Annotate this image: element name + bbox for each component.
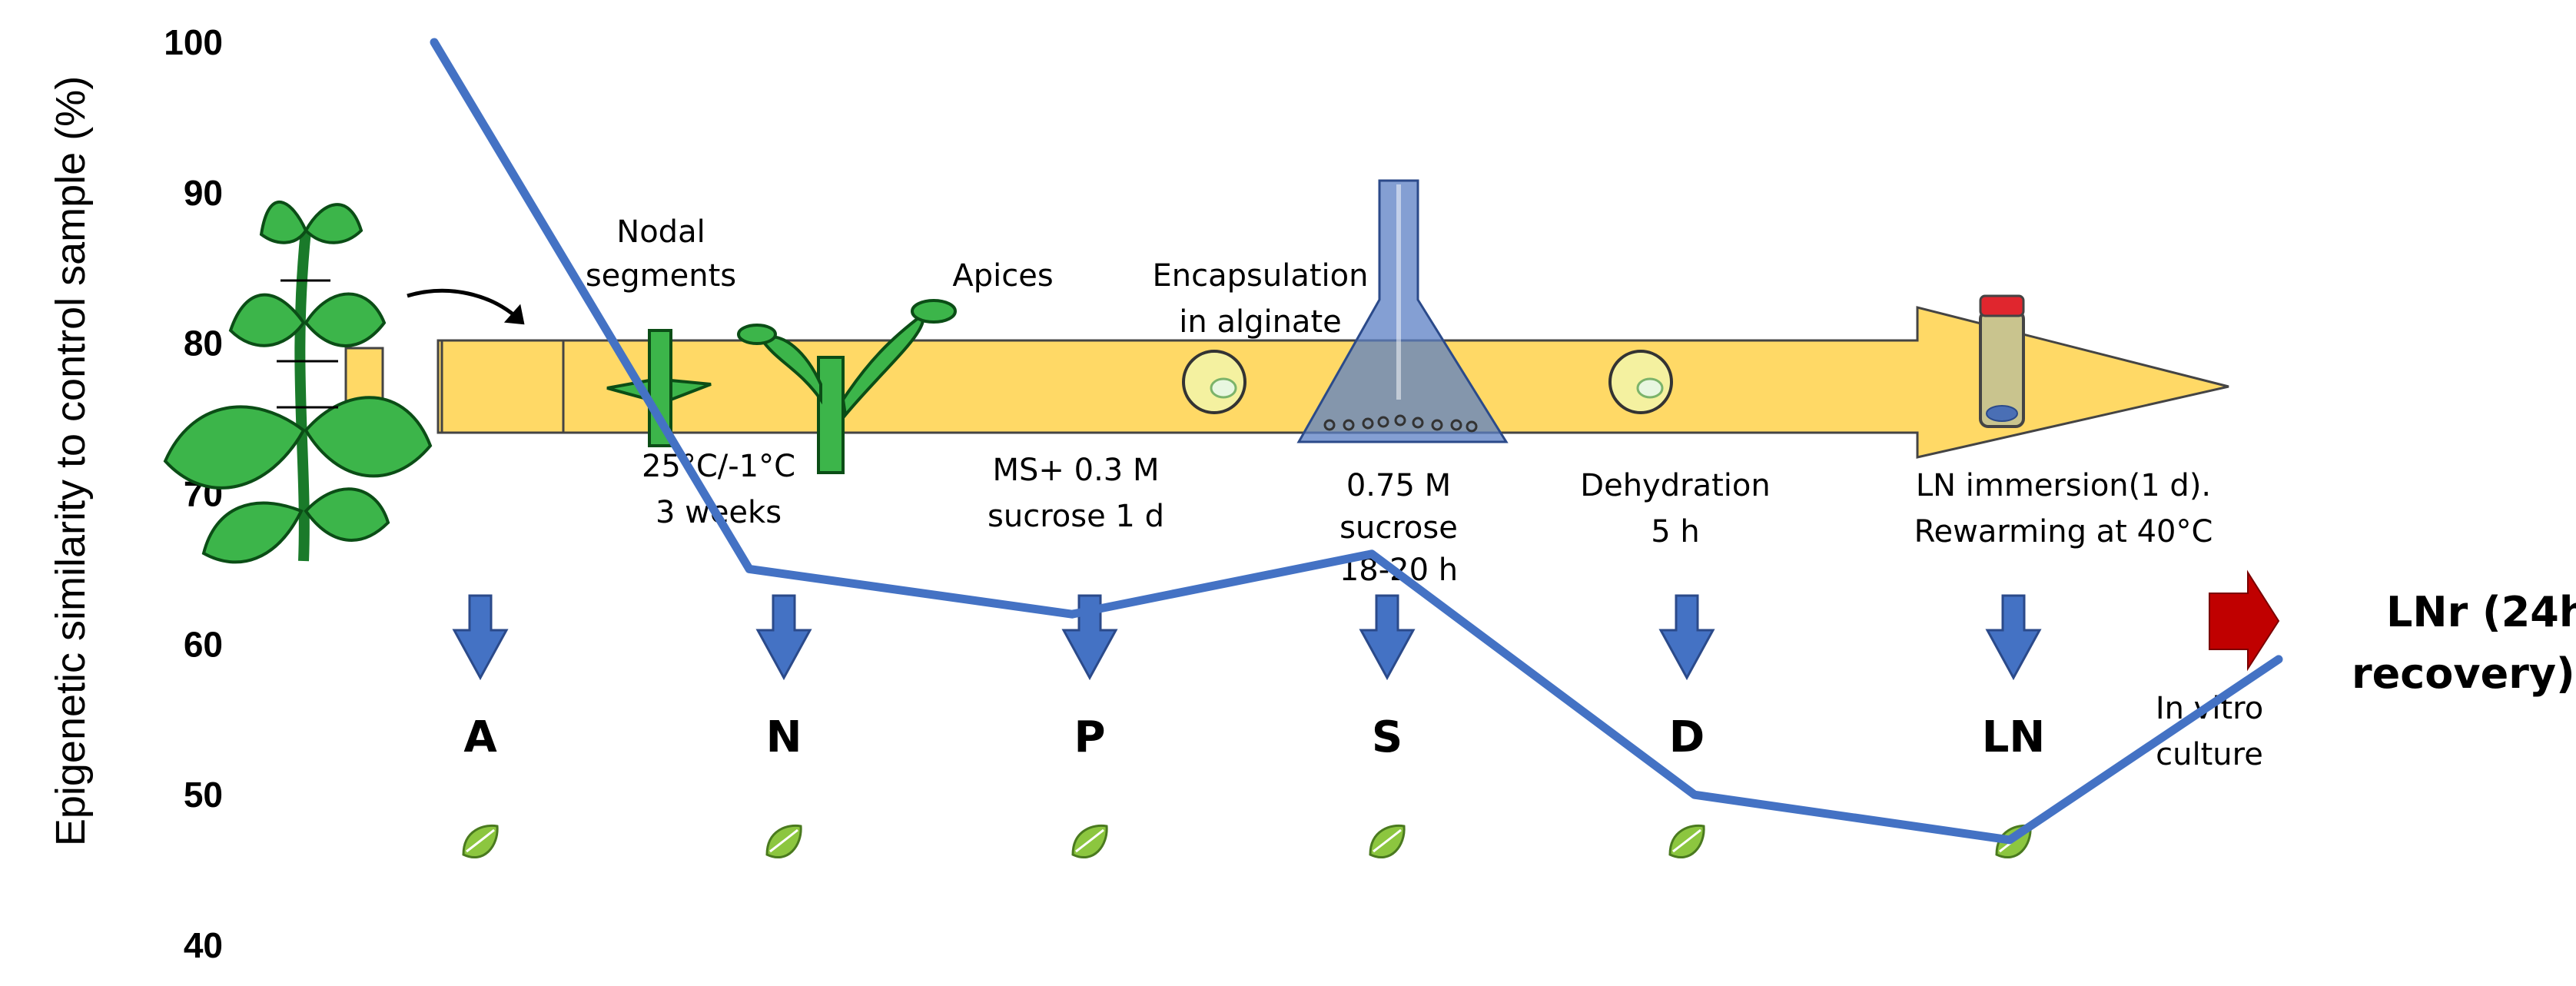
series-point <box>1071 613 1073 616</box>
leaf-icon <box>1071 824 1108 859</box>
dehydrated-capsule-icon <box>1608 350 1673 414</box>
leaf-icon <box>1369 824 1406 859</box>
label-cond-p-1: MS+ 0.3 M <box>993 453 1160 488</box>
series-point <box>2009 838 2010 841</box>
leaf-icon <box>1668 824 1705 859</box>
cryovial-icon <box>1979 294 2025 428</box>
alginate-capsule-icon <box>1182 350 1247 414</box>
label-encapsulation-1: Encapsulation <box>1153 258 1369 294</box>
y-tick-label: 40 <box>184 925 223 965</box>
y-tick-label: 60 <box>184 624 223 664</box>
flask-icon <box>1296 179 1509 443</box>
series-line <box>430 38 2283 845</box>
label-nodal-1: Nodal <box>616 214 705 250</box>
down-arrow <box>755 594 812 681</box>
category-labels: A N P S D LN LNr (24h recovery) <box>463 588 2576 762</box>
sample-leaves <box>462 824 2032 859</box>
down-arrow <box>1658 594 1715 681</box>
y-tick-label: 80 <box>184 324 223 364</box>
down-arrows <box>452 594 2042 681</box>
label-cond-a-1: 25°C/-1°C <box>642 449 795 484</box>
y-tick-label: 90 <box>184 173 223 213</box>
label-cond-d-1: Dehydration <box>1580 468 1770 503</box>
category-label: A <box>463 712 497 762</box>
series-point <box>2278 658 2279 660</box>
pointer-arrow-head <box>503 304 525 325</box>
label-encapsulation-2: in alginate <box>1179 304 1341 340</box>
plant-illustration <box>163 200 433 564</box>
label-cond-ln-1: LN immersion(1 d). <box>1916 468 2211 503</box>
label-cond-s-1: 0.75 M <box>1346 468 1451 503</box>
series-point <box>1694 794 1695 796</box>
nodal-segment-sprouting-icon <box>737 299 957 474</box>
down-arrow <box>1985 594 2042 681</box>
category-label: LN <box>1982 712 2046 762</box>
label-cond-d-2: 5 h <box>1651 514 1700 549</box>
down-arrow <box>452 594 509 681</box>
process-start-box <box>440 339 565 434</box>
down-arrow <box>1359 594 1416 681</box>
label-cond-p-2: sucrose 1 d <box>988 499 1164 534</box>
label-cond-s-2: sucrose <box>1339 510 1458 546</box>
category-label: recovery) <box>2352 649 2575 698</box>
category-label: N <box>766 712 802 762</box>
leaf-icon <box>765 824 802 859</box>
leaf-icon <box>462 824 499 859</box>
category-label: LNr (24h <box>2386 588 2576 636</box>
series-point <box>433 41 435 43</box>
category-label: D <box>1669 712 1705 762</box>
label-cond-ln-2: Rewarming at 40°C <box>1914 514 2213 549</box>
recovery-arrow <box>2209 569 2280 672</box>
label-apices: Apices <box>952 258 1053 294</box>
down-arrow <box>1061 594 1118 681</box>
y-tick-label: 100 <box>164 22 223 62</box>
series-point <box>1371 553 1373 555</box>
y-tick-label: 50 <box>184 775 223 815</box>
series-point <box>749 568 750 570</box>
label-nodal-2: segments <box>586 258 736 294</box>
pointer-arrow <box>407 288 524 324</box>
y-axis-title: Epigenetic similarity to control sample … <box>48 76 94 846</box>
label-in-vitro-2: culture <box>2156 737 2263 772</box>
category-label: P <box>1074 712 1105 762</box>
category-label: S <box>1372 712 1403 762</box>
